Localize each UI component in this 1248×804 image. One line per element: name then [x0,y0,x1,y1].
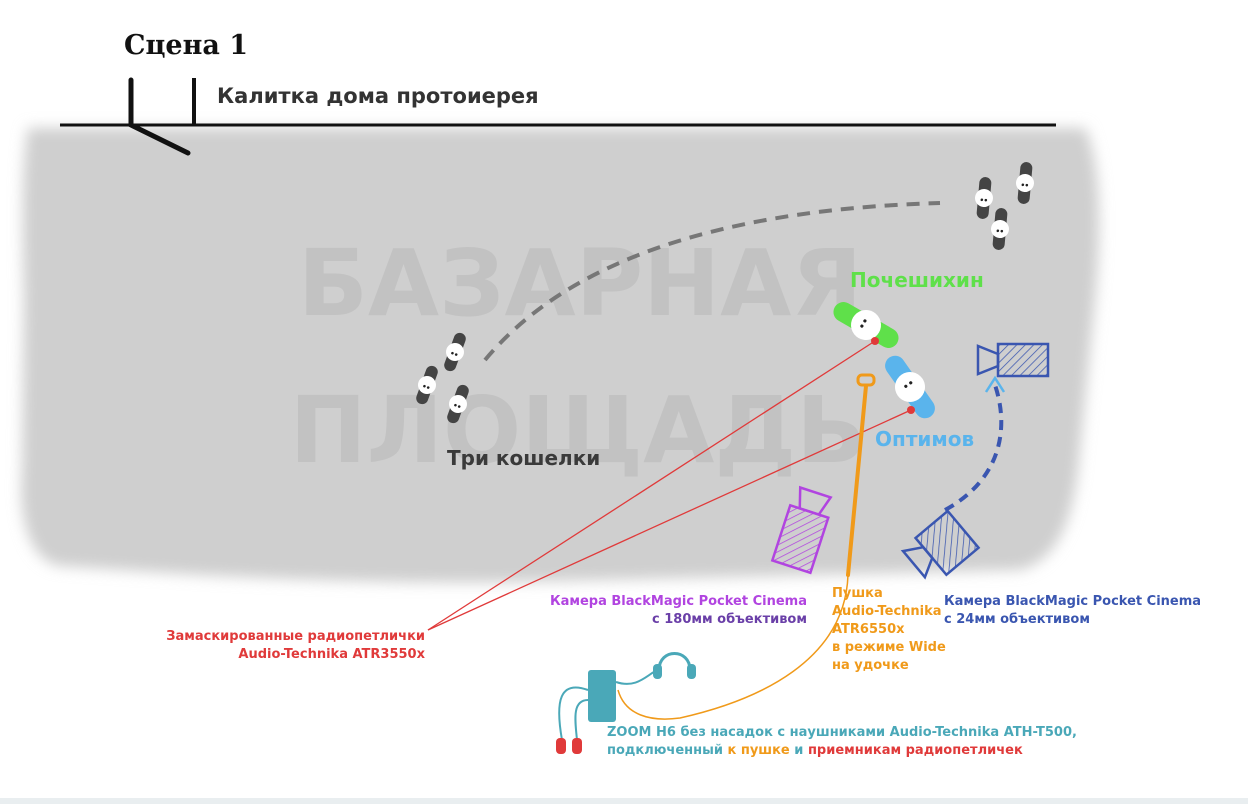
watermark-line2: ПЛОЩАДЬ [290,377,867,484]
radio-mics-caption-line1: Замаскированные радиопетлички [166,629,425,644]
optimov-label: Оптимов [875,427,975,451]
zoom-caption-boom: к пушке [727,743,790,758]
receiver-cable [558,686,589,741]
pocheshikhin-label: Почешихин [850,268,984,292]
zoom-caption-prefix: подключенный [607,743,728,758]
zoom-caption-line2: подключенный к пушке и приемникам радиоп… [607,742,1077,760]
gate-label: Калитка дома протоиерея [217,84,539,108]
receiver-2-icon [572,738,582,754]
camera-24-caption-line1: Камера BlackMagic Pocket Cinema [944,594,1202,609]
square-area [21,128,1100,583]
zoom-caption-line1: ZOOM H6 без насадок с наушниками Audio-T… [607,725,1077,740]
zoom-recorder-icon [588,670,616,722]
radio-line-1 [427,340,876,631]
zoom-caption-and: и [789,743,808,758]
tri-koshelki-start-group [416,332,469,424]
boom-cable [617,574,849,720]
camera-180-icon [770,485,833,575]
camera-24-moved-icon [976,342,1050,378]
shotgun-caption-line: в режиме Wide [832,640,946,655]
tri-koshelki-label: Три кошелки [447,446,601,470]
headphones-icon [653,652,696,679]
camera-180-caption-line2: с 180мм объективом [652,612,807,627]
camera-24-icon [900,509,981,580]
camera-move-arrow [944,384,1004,512]
boom-pole [846,373,876,577]
camera-180-caption: Камера BlackMagic Pocket Cinema с 180мм … [545,593,807,629]
camera-move-arrowhead [984,375,1006,393]
receiver-1-icon [556,738,566,754]
zoom-caption: ZOOM H6 без насадок с наушниками Audio-T… [607,724,1077,760]
radio-mics-caption-line2: Audio-Technika ATR3550x [238,647,425,662]
camera-180-caption-line1: Камера BlackMagic Pocket Cinema [549,594,807,609]
tri-koshelki-end-group [975,162,1034,250]
scene-title: Сцена 1 [124,30,249,61]
pocheshikhin-figure [833,302,899,348]
gate-post-left [128,77,191,156]
movement-path [483,201,941,362]
shotgun-caption-line: на удочке [832,658,909,673]
shotgun-caption-line: ATR6550x [832,622,905,637]
optimov-figure [885,355,935,419]
camera-24-caption-line2: с 24мм объективом [944,612,1090,627]
shotgun-caption-line: Audio-Technika [832,604,942,619]
shotgun-caption: Пушка Audio-Technika ATR6550x в режиме W… [832,585,946,675]
radio-mics-caption: Замаскированные радиопетлички Audio-Tech… [150,628,425,664]
bottom-strip [0,798,1248,804]
camera-24-caption: Камера BlackMagic Pocket Cinema с 24мм о… [944,593,1201,629]
radio-line-2 [427,409,912,631]
zoom-caption-mics: приемникам радиопетличек [807,743,1023,758]
shotgun-caption-line: Пушка [832,586,883,601]
